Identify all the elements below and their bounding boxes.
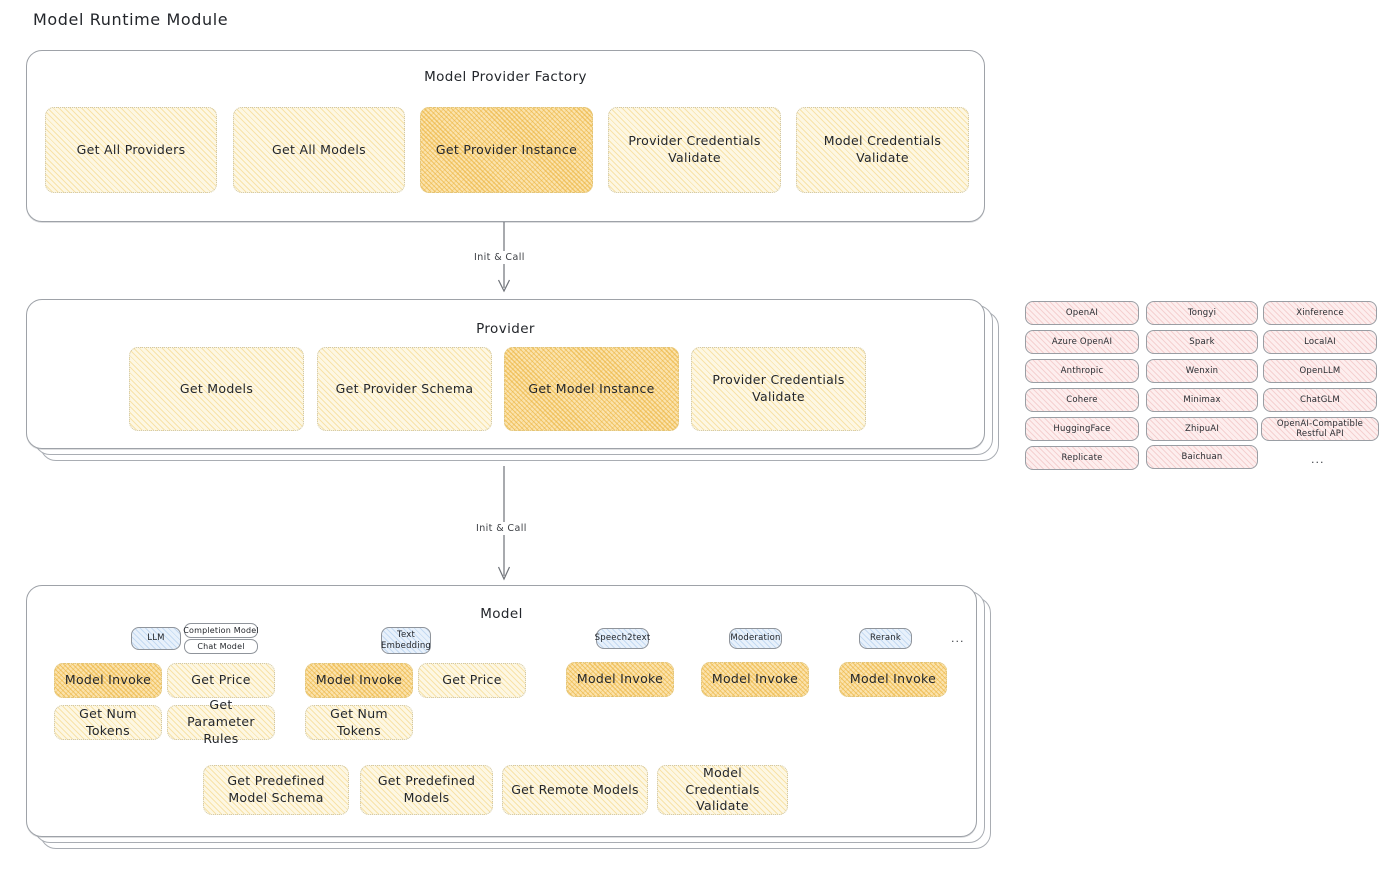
box-get-remote-models[interactable]: Get Remote Models bbox=[502, 765, 648, 815]
arrow-provider-to-model bbox=[497, 466, 511, 581]
box-text-embedding-get-num-tokens[interactable]: Get Num Tokens bbox=[305, 705, 413, 740]
box-llm-model-invoke[interactable]: Model Invoke bbox=[54, 663, 162, 698]
box-speech2text-model-invoke[interactable]: Model Invoke bbox=[566, 662, 674, 697]
model-types-more-ellipsis: ... bbox=[951, 632, 965, 645]
model-type-chip-moderation[interactable]: Moderation bbox=[729, 628, 782, 649]
panel-title-provider: Provider bbox=[476, 321, 535, 337]
box-llm-get-num-tokens[interactable]: Get Num Tokens bbox=[54, 705, 162, 740]
box-provider-credentials-validate[interactable]: Provider Credentials Validate bbox=[608, 107, 781, 193]
provider-tag-cohere[interactable]: Cohere bbox=[1025, 388, 1139, 412]
box-moderation-model-invoke[interactable]: Model Invoke bbox=[701, 662, 809, 697]
model-type-chip-rerank[interactable]: Rerank bbox=[859, 628, 912, 649]
arrow-label-init-call-2: Init & Call bbox=[472, 522, 531, 535]
box-get-all-models[interactable]: Get All Models bbox=[233, 107, 405, 193]
box-text-embedding-model-invoke[interactable]: Model Invoke bbox=[305, 663, 413, 698]
model-subtype-chat-model[interactable]: Chat Model bbox=[184, 639, 258, 654]
provider-tag-spark[interactable]: Spark bbox=[1146, 330, 1258, 354]
provider-tag-openai-compatible-restful-api[interactable]: OpenAI-Compatible Restful API bbox=[1261, 417, 1379, 441]
provider-tag-azure-openai[interactable]: Azure OpenAI bbox=[1025, 330, 1139, 354]
box-get-models[interactable]: Get Models bbox=[129, 347, 304, 431]
provider-tag-xinference[interactable]: Xinference bbox=[1263, 301, 1377, 325]
box-get-model-instance[interactable]: Get Model Instance bbox=[504, 347, 679, 431]
box-get-all-providers[interactable]: Get All Providers bbox=[45, 107, 217, 193]
box-get-predefined-models[interactable]: Get Predefined Models bbox=[360, 765, 493, 815]
diagram-title: Model Runtime Module bbox=[33, 10, 229, 29]
provider-tag-openllm[interactable]: OpenLLM bbox=[1263, 359, 1377, 383]
provider-tag-replicate[interactable]: Replicate bbox=[1025, 446, 1139, 470]
box-get-predefined-model-schema[interactable]: Get Predefined Model Schema bbox=[203, 765, 349, 815]
box-llm-get-parameter-rules[interactable]: Get Parameter Rules bbox=[167, 697, 275, 746]
box-rerank-model-invoke[interactable]: Model Invoke bbox=[839, 662, 947, 697]
box-get-provider-schema[interactable]: Get Provider Schema bbox=[317, 347, 492, 431]
box-model-credentials-validate[interactable]: Model Credentials Validate bbox=[796, 107, 969, 193]
panel-title-model: Model bbox=[480, 606, 523, 622]
provider-tag-chatglm[interactable]: ChatGLM bbox=[1263, 388, 1377, 412]
model-type-chip-text-embedding[interactable]: Text Embedding bbox=[381, 627, 431, 654]
box-model-credentials-validate-2[interactable]: Model Credentials Validate bbox=[657, 765, 788, 815]
provider-tag-huggingface[interactable]: HuggingFace bbox=[1025, 417, 1139, 441]
provider-tag-anthropic[interactable]: Anthropic bbox=[1025, 359, 1139, 383]
box-get-provider-instance[interactable]: Get Provider Instance bbox=[420, 107, 593, 193]
provider-tags-more-ellipsis: ... bbox=[1311, 453, 1325, 466]
provider-tag-wenxin[interactable]: Wenxin bbox=[1146, 359, 1258, 383]
model-type-chip-speech2text[interactable]: Speech2text bbox=[595, 628, 650, 649]
provider-tag-baichuan[interactable]: Baichuan bbox=[1146, 445, 1258, 469]
provider-tag-zhipuai[interactable]: ZhipuAI bbox=[1146, 417, 1258, 441]
panel-title-factory: Model Provider Factory bbox=[424, 69, 587, 85]
arrow-label-init-call-1: Init & Call bbox=[470, 251, 529, 264]
provider-tag-tongyi[interactable]: Tongyi bbox=[1146, 301, 1258, 325]
model-subtype-completion-model[interactable]: Completion Model bbox=[183, 623, 259, 638]
box-llm-get-price[interactable]: Get Price bbox=[167, 663, 275, 698]
box-provider-credentials-validate-2[interactable]: Provider Credentials Validate bbox=[691, 347, 866, 431]
provider-tag-localai[interactable]: LocalAI bbox=[1263, 330, 1377, 354]
box-text-embedding-get-price[interactable]: Get Price bbox=[418, 663, 526, 698]
model-type-chip-llm[interactable]: LLM bbox=[131, 627, 181, 650]
provider-tag-minimax[interactable]: Minimax bbox=[1146, 388, 1258, 412]
provider-tag-openai[interactable]: OpenAI bbox=[1025, 301, 1139, 325]
